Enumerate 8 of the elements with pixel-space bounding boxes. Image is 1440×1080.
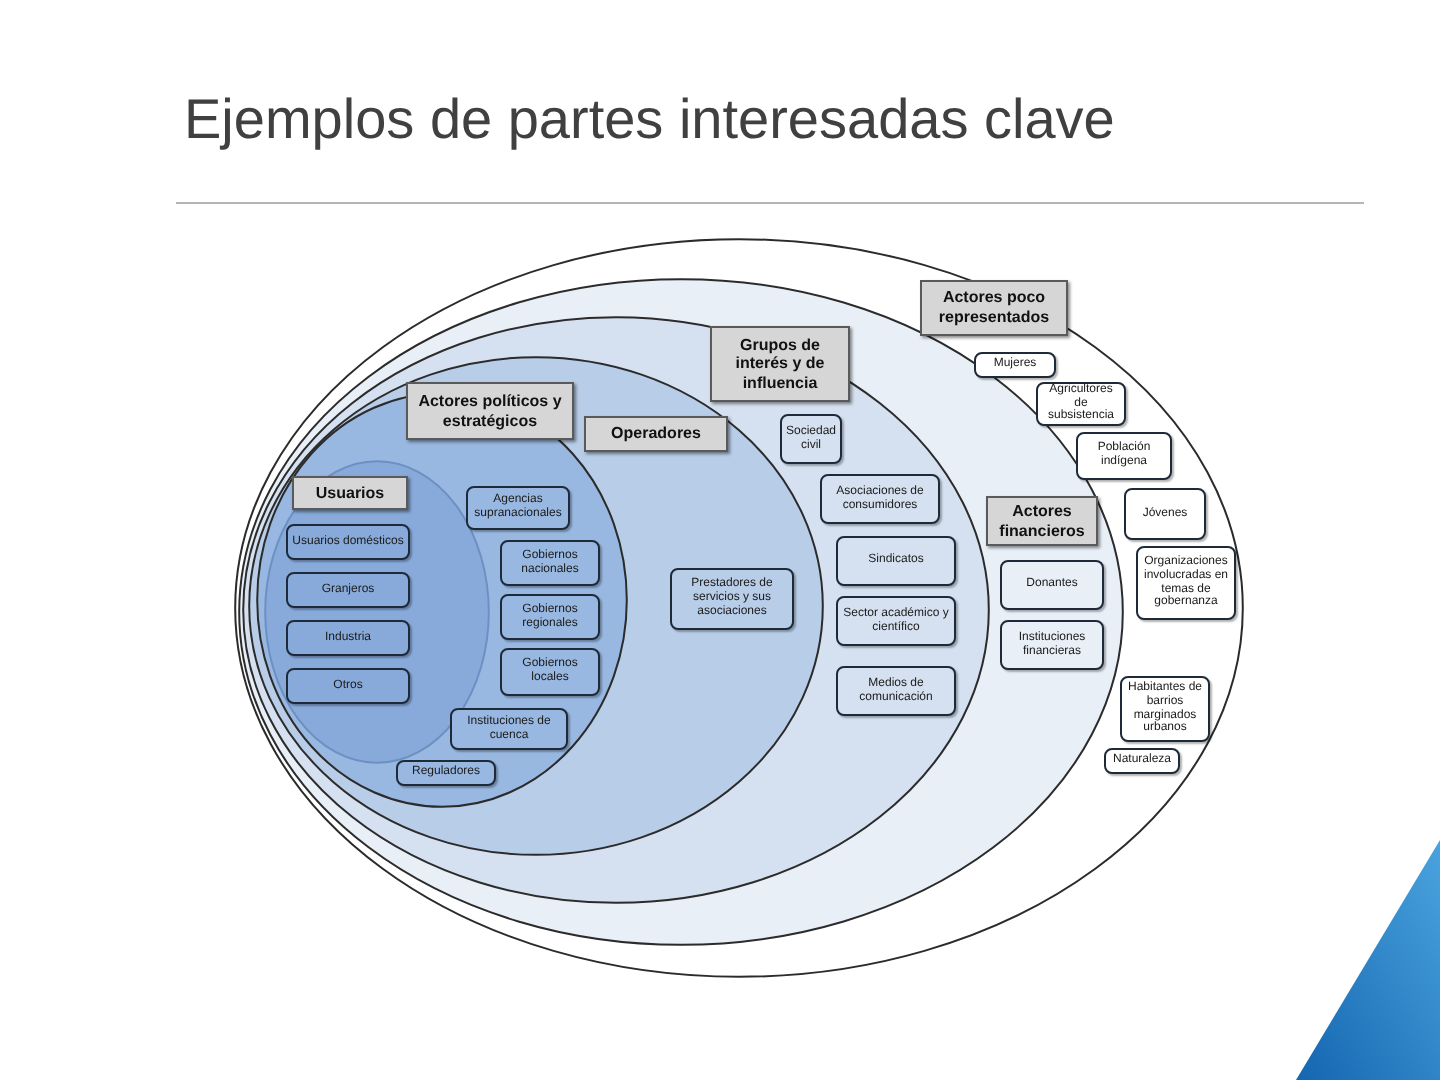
group-heading: Actores financieros [986, 496, 1098, 546]
group-heading: Usuarios [292, 476, 408, 510]
group-heading: Actores políticos y estratégicos [406, 382, 574, 440]
slide-title: Ejemplos de partes interesadas clave [184, 88, 1115, 152]
group-heading: Grupos de interés y de influencia [710, 326, 850, 402]
group-heading: Actores poco representados [920, 280, 1068, 336]
stakeholder-ellipse [234, 238, 1244, 978]
group-heading: Operadores [584, 416, 728, 452]
